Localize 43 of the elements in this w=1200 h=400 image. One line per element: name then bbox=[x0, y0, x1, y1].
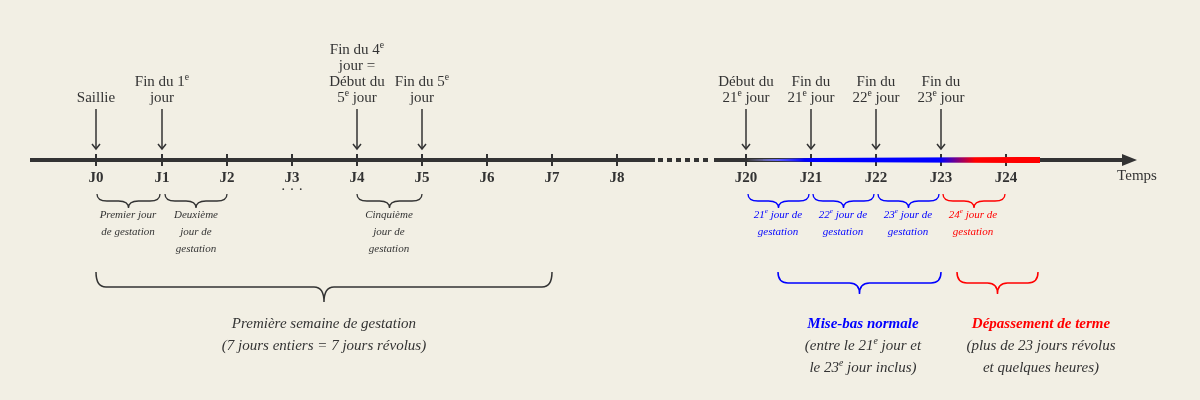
brace-label: Deuxième jour de gestation bbox=[173, 207, 219, 256]
annotation-text: Fin du 21$^{e}$ jour bbox=[783, 73, 839, 105]
arrow bbox=[91, 108, 101, 150]
brace-label: 23$^{e}$ jour de gestation bbox=[882, 206, 934, 239]
tick-label: J24 bbox=[993, 168, 1019, 186]
axis-label: Temps bbox=[1116, 166, 1158, 184]
brace-label: (entre le 21$^{e}$ jour et le 23$^{e}$ jour inclus) bbox=[803, 334, 923, 377]
brace-label: Cinquième jour de gestation bbox=[364, 207, 414, 256]
brace-label: Dépassement de terme bbox=[970, 314, 1112, 333]
brace-label: (plus de 23 jours révolus et quelques heures) bbox=[965, 336, 1117, 377]
tick-label: J0 bbox=[87, 168, 105, 186]
annotation-text: Fin du 5$^{e}$ jour bbox=[394, 73, 450, 105]
arrow bbox=[936, 108, 946, 150]
tick-label: J5 bbox=[413, 168, 431, 186]
tick-label: J7 bbox=[543, 168, 561, 186]
brace-label: (7 jours entiers = 7 jours révolus) bbox=[220, 336, 428, 355]
brace-label: Mise-bas normale bbox=[806, 314, 920, 333]
annotation-text: Fin du 23$^{e}$ jour bbox=[913, 73, 969, 105]
brace-label: 22$^{e}$ jour de gestation bbox=[817, 206, 869, 239]
tick-label: J23 bbox=[928, 168, 954, 186]
tick-label: J21 bbox=[798, 168, 824, 186]
annotation-text: Fin du 4$^{e}$ jour = Début du 5$^{e}$ jour bbox=[326, 41, 388, 105]
arrow bbox=[741, 108, 751, 150]
arrow bbox=[806, 108, 816, 150]
tick-label: J2 bbox=[218, 168, 236, 186]
brace-label: Premier jour de gestation bbox=[98, 207, 158, 239]
annotation-text: Fin du 22$^{e}$ jour bbox=[848, 73, 904, 105]
tick-label: J20 bbox=[733, 168, 759, 186]
arrow bbox=[157, 108, 167, 150]
annotation-text: Fin du 1$^{e}$ jour bbox=[134, 73, 190, 105]
brace-label: 21$^{e}$ jour de gestation bbox=[752, 206, 804, 239]
brace-label: Première semaine de gestation bbox=[230, 314, 418, 333]
tick-label: J1 bbox=[153, 168, 171, 186]
brace-label: 24$^{e}$ jour de gestation bbox=[947, 206, 999, 239]
tick-label: J6 bbox=[478, 168, 496, 186]
tick-label: J8 bbox=[608, 168, 626, 186]
arrow bbox=[417, 108, 427, 150]
arrow bbox=[871, 108, 881, 150]
annotation-text: Début du 21$^{e}$ jour bbox=[715, 73, 777, 105]
arrow bbox=[352, 108, 362, 150]
tick-label: J4 bbox=[348, 168, 366, 186]
tick-label: J22 bbox=[863, 168, 889, 186]
annotation-text: Saillie bbox=[66, 89, 126, 105]
